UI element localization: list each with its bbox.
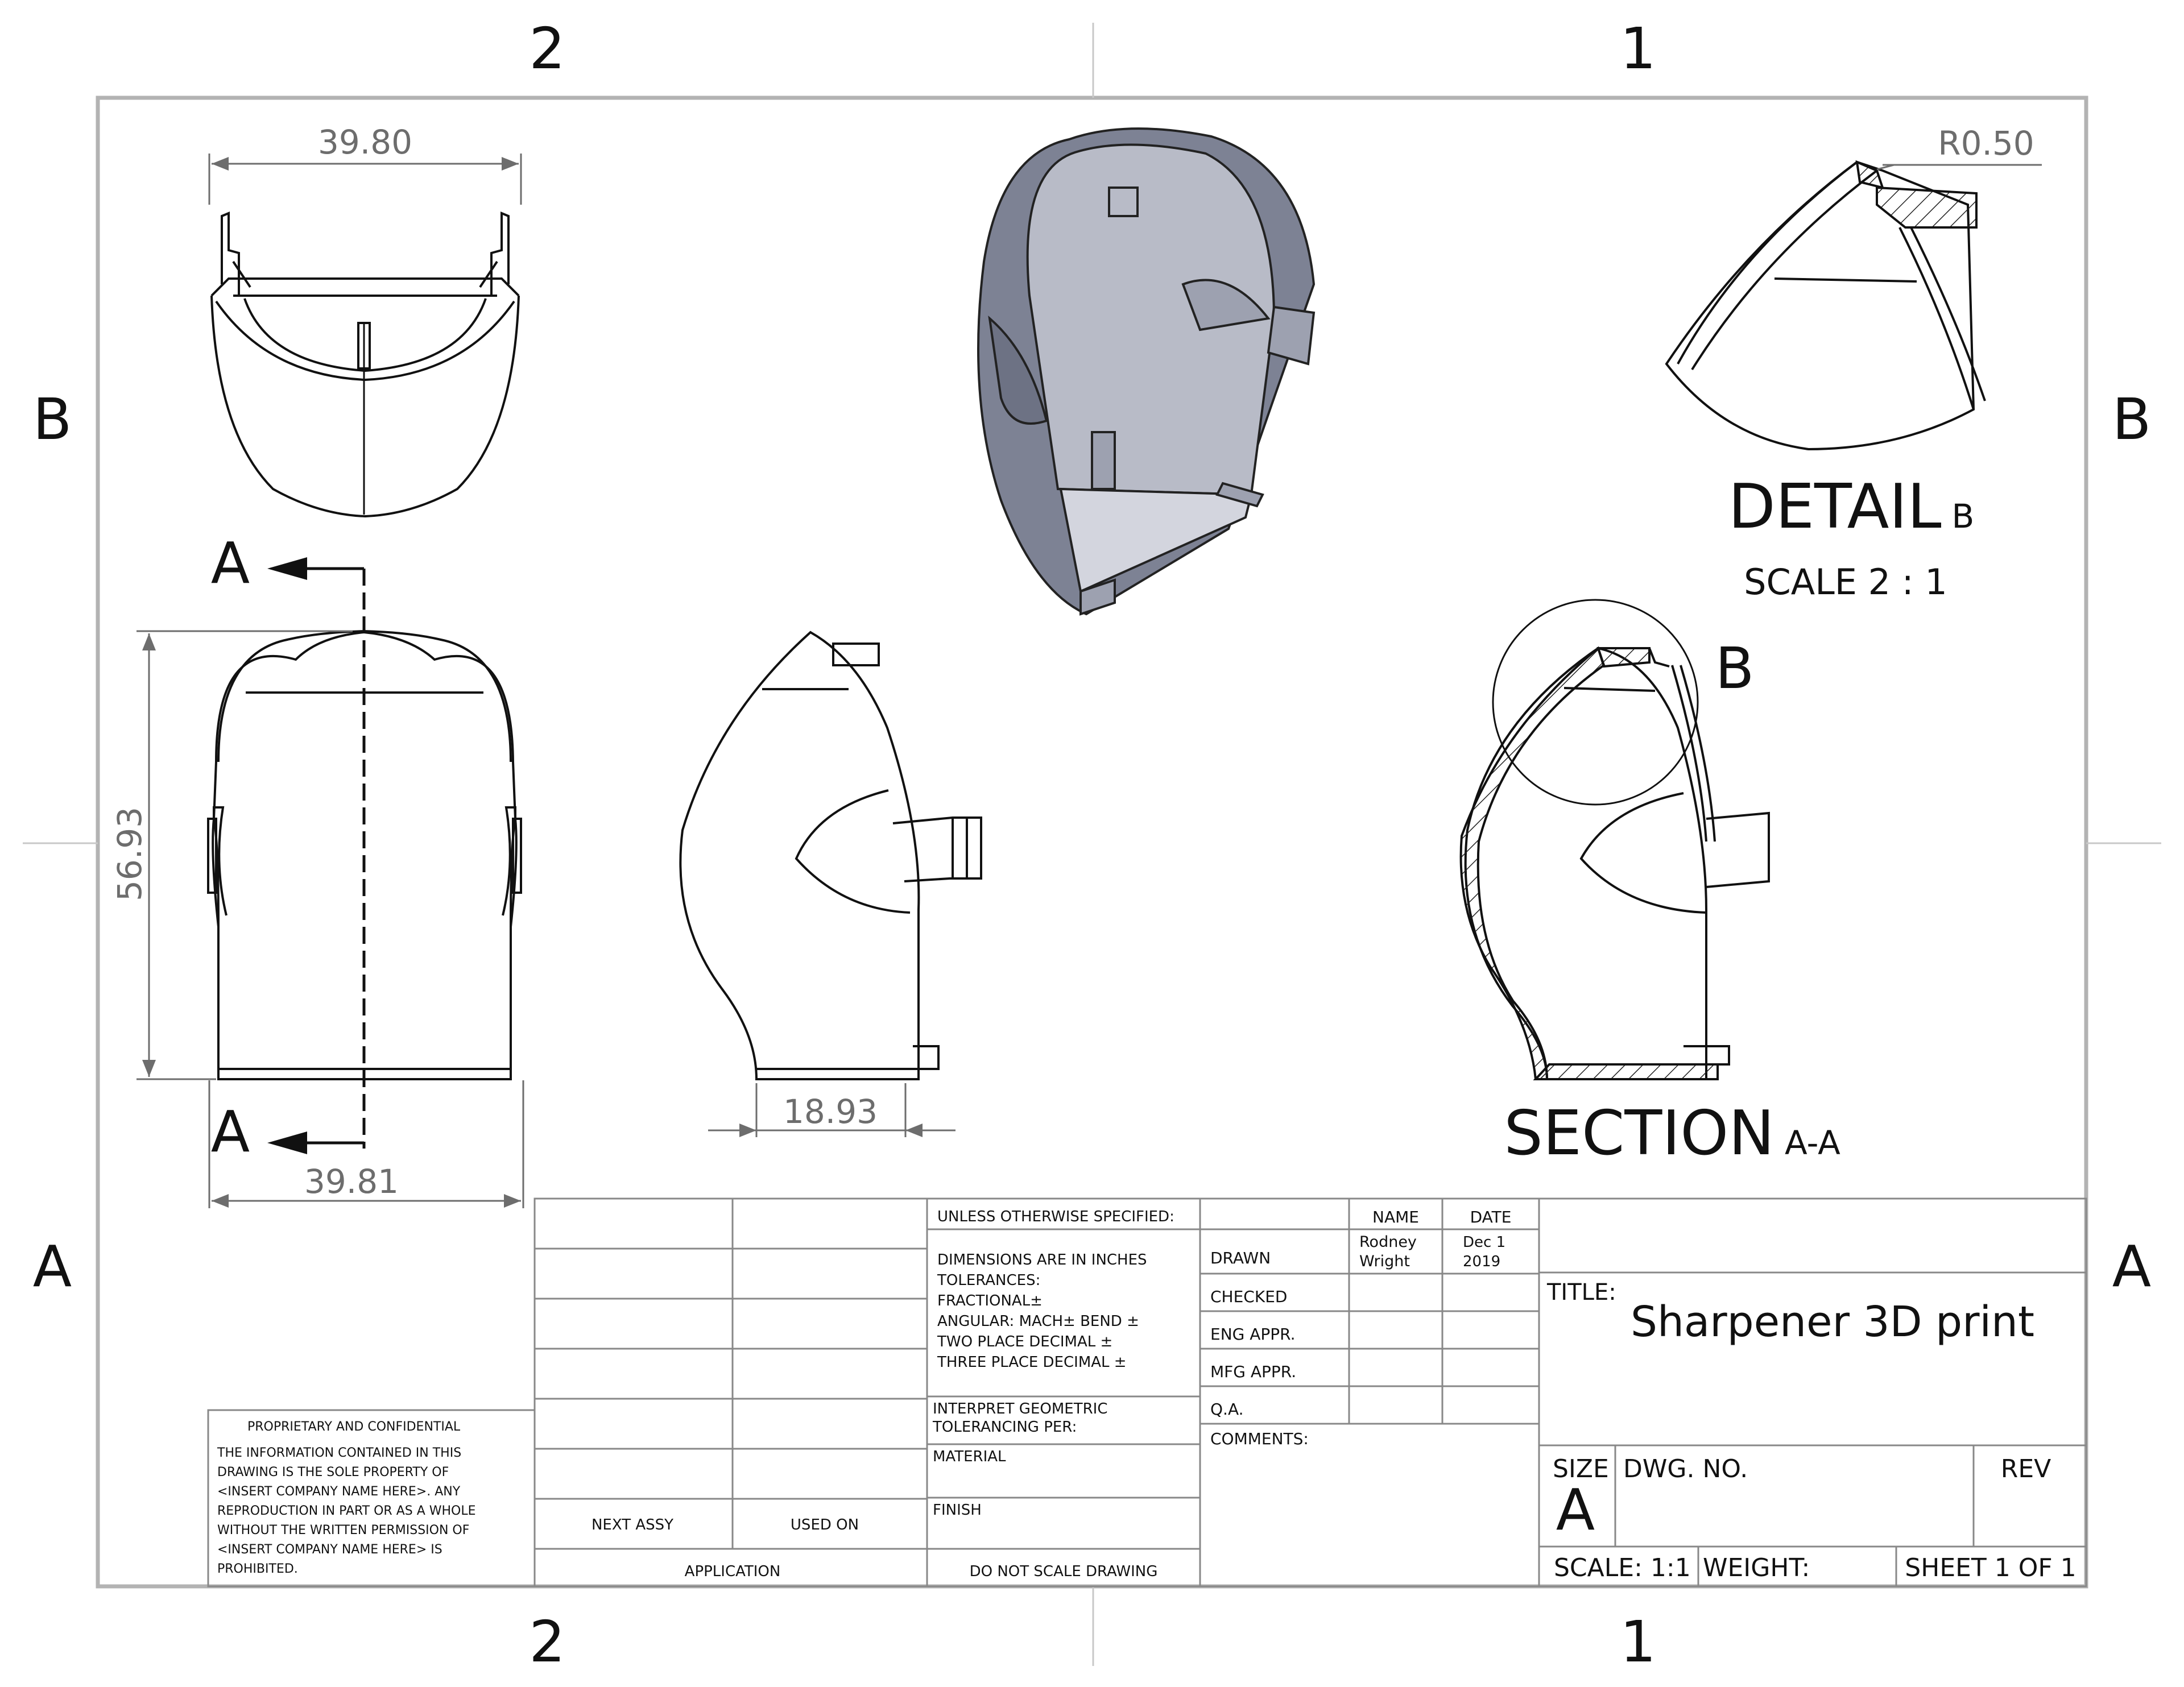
drawn-date: 2019 <box>1463 1253 1500 1270</box>
top-view <box>210 212 520 518</box>
top-width-dimension: 39.80 <box>208 123 522 205</box>
section-a-a-title: SECTION A-A <box>1504 1098 1840 1169</box>
section-title-text: SECTION <box>1504 1098 1774 1169</box>
row-qa: Q.A. <box>1210 1400 1244 1419</box>
detail-b-title: DETAIL B SCALE 2 : 1 <box>1728 471 1975 603</box>
row-mfg-appr: MFG APPR. <box>1210 1362 1296 1381</box>
zone-left-a: A <box>33 1233 72 1300</box>
scale-label: SCALE: 1:1 <box>1554 1553 1691 1582</box>
drawn-name: Wright <box>1359 1253 1410 1270</box>
bottom-width-dimension: 39.81 <box>208 1080 524 1208</box>
tolerance-line: FRACTIONAL± <box>937 1292 1043 1309</box>
application-label: APPLICATION <box>685 1563 781 1580</box>
detail-scale: SCALE 2 : 1 <box>1744 561 1947 603</box>
finish-label: FINISH <box>933 1502 982 1519</box>
row-drawn: DRAWN <box>1210 1249 1271 1267</box>
section-line-a: A A <box>211 530 366 1165</box>
proprietary-line: <INSERT COMPANY NAME HERE> IS <box>217 1543 442 1557</box>
weight-label: WEIGHT: <box>1703 1553 1810 1582</box>
rev-label: REV <box>2001 1454 2051 1483</box>
detail-title-text: DETAIL <box>1728 471 1942 542</box>
dim-top-width: 39.80 <box>318 123 412 161</box>
dim-detail-radius: R0.50 <box>1938 124 2034 163</box>
zone-right-b: B <box>2112 386 2152 453</box>
detail-callout-label: B <box>1715 635 1755 702</box>
zone-top-2: 2 <box>529 15 565 82</box>
proprietary-line: <INSERT COMPANY NAME HERE>. ANY <box>217 1485 461 1499</box>
drawn-name: Rodney <box>1359 1233 1417 1251</box>
zone-right-a: A <box>2112 1233 2151 1300</box>
proprietary-block: PROPRIETARY AND CONFIDENTIAL THE INFORMA… <box>217 1420 476 1576</box>
title-cells: TITLE: Sharpener 3D print SIZE A DWG. NO… <box>1546 1279 2077 1582</box>
unless-specified: UNLESS OTHERWISE SPECIFIED: <box>937 1208 1174 1225</box>
proprietary-heading: PROPRIETARY AND CONFIDENTIAL <box>247 1420 461 1434</box>
size-label: SIZE <box>1553 1454 1609 1483</box>
drawing-title: Sharpener 3D print <box>1631 1298 2034 1346</box>
side-depth-dimension: 18.93 <box>708 1083 956 1137</box>
proprietary-line: PROHIBITED. <box>217 1562 298 1576</box>
material-label: MATERIAL <box>933 1448 1006 1465</box>
zone-left-b: B <box>33 386 72 453</box>
isometric-view <box>977 127 1316 616</box>
date-header: DATE <box>1470 1208 1512 1226</box>
sheet-label: SHEET 1 OF 1 <box>1905 1553 2076 1582</box>
front-view <box>207 629 522 1080</box>
section-title-suffix: A-A <box>1785 1124 1840 1162</box>
tolerance-line: TWO PLACE DECIMAL ± <box>937 1333 1112 1350</box>
section-arrow-label-bottom: A <box>211 1099 250 1165</box>
section-a-a-view <box>1459 599 1770 1080</box>
proprietary-line: REPRODUCTION IN PART OR AS A WHOLE <box>217 1504 476 1518</box>
title-label: TITLE: <box>1546 1279 1616 1305</box>
row-eng-appr: ENG APPR. <box>1210 1325 1296 1344</box>
dim-side-depth: 18.93 <box>783 1092 878 1131</box>
tolerance-line: THREE PLACE DECIMAL ± <box>937 1354 1127 1371</box>
dim-bottom-width: 39.81 <box>304 1162 399 1201</box>
assembly-cells: NEXT ASSY USED ON APPLICATION <box>592 1516 859 1580</box>
tolerance-line: DIMENSIONS ARE IN INCHES <box>937 1251 1147 1269</box>
side-view <box>679 631 982 1080</box>
used-on-label: USED ON <box>791 1516 859 1533</box>
proprietary-line: WITHOUT THE WRITTEN PERMISSION OF <box>217 1523 469 1537</box>
tolerance-cells: UNLESS OTHERWISE SPECIFIED: DIMENSIONS A… <box>932 1208 1174 1580</box>
proprietary-line: DRAWING IS THE SOLE PROPERTY OF <box>217 1465 449 1479</box>
zone-bottom-1: 1 <box>1620 1609 1656 1675</box>
name-header: NAME <box>1372 1208 1419 1226</box>
section-arrow-label-top: A <box>211 530 250 596</box>
interpret-line: TOLERANCING PER: <box>932 1419 1077 1436</box>
interpret-line: INTERPRET GEOMETRIC <box>933 1400 1107 1417</box>
title-block <box>207 1197 2087 1587</box>
proprietary-line: THE INFORMATION CONTAINED IN THIS <box>217 1446 461 1460</box>
next-assy-label: NEXT ASSY <box>592 1516 673 1533</box>
zone-top-1: 1 <box>1620 15 1656 82</box>
drawn-date: Dec 1 <box>1463 1234 1505 1251</box>
tolerance-line: TOLERANCES: <box>937 1272 1040 1289</box>
do-not-scale: DO NOT SCALE DRAWING <box>970 1563 1158 1580</box>
zone-bottom-2: 2 <box>529 1609 565 1675</box>
tolerance-line: ANGULAR: MACH± BEND ± <box>937 1313 1139 1330</box>
detail-title-suffix: B <box>1952 497 1975 536</box>
size-value: A <box>1556 1477 1595 1543</box>
approval-cells: NAME DATE DRAWN CHECKED ENG APPR. MFG AP… <box>1210 1208 1511 1448</box>
dim-height: 56.93 <box>110 807 149 901</box>
detail-b-view <box>1665 160 2042 451</box>
comments-label: COMMENTS: <box>1210 1429 1309 1448</box>
height-dimension: 56.93 <box>110 630 353 1080</box>
zone-labels: 2 1 2 1 B A B A <box>33 15 2152 1675</box>
row-checked: CHECKED <box>1210 1287 1287 1306</box>
dwg-no-label: DWG. NO. <box>1623 1454 1748 1483</box>
